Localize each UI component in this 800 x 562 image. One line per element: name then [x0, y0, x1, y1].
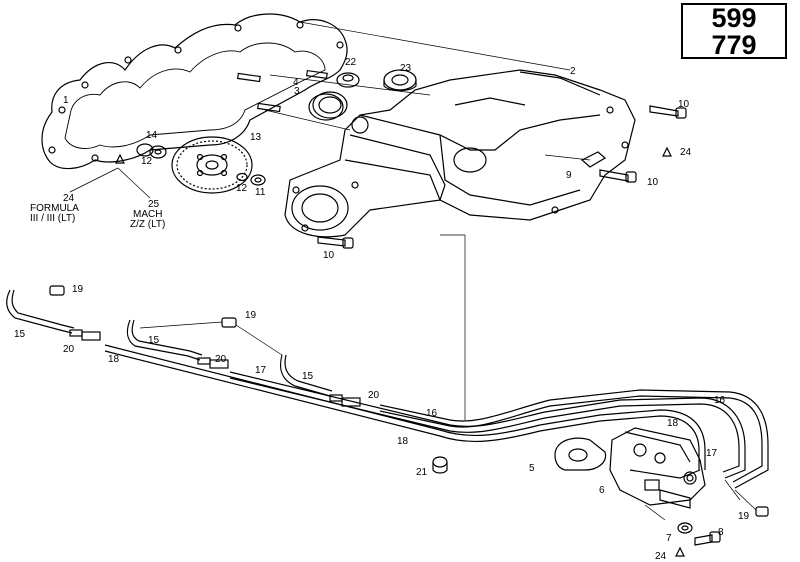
callout-14: 14: [146, 130, 158, 141]
sealant-part-24a: [115, 153, 125, 164]
callout-16a: 16: [426, 408, 438, 419]
callout-19a: 19: [72, 284, 84, 295]
nut-part-14: [136, 143, 167, 159]
callout-16b: 16: [714, 395, 726, 406]
callout-13: 13: [250, 132, 262, 143]
callout-3: 3: [294, 86, 300, 97]
hose-part-16: [379, 389, 769, 489]
clamp-part-19a: [49, 285, 65, 296]
callout-4: 4: [293, 77, 299, 88]
washer-part-12a: [236, 172, 248, 182]
callout-20b: 20: [215, 354, 227, 365]
clamp-part-19b: [221, 317, 237, 328]
callout-15a: 15: [14, 329, 26, 340]
note-mach-line2: Z/Z (LT): [130, 219, 165, 230]
clamp-part-19c: [755, 506, 769, 517]
callout-23: 23: [400, 63, 412, 74]
callout-18b: 18: [397, 436, 409, 447]
dowel-pin-part-4c: [306, 69, 328, 80]
washer-part-11: [250, 174, 266, 186]
dowel-pin-part-4b: [257, 102, 281, 113]
note-mach-line1: MACH: [133, 209, 162, 220]
callout-18c: 18: [667, 418, 679, 429]
callout-24c: 24: [655, 551, 667, 562]
bolt-part-10a: [649, 105, 687, 119]
sealant-part-24c: [675, 546, 685, 557]
callout-5: 5: [529, 463, 535, 474]
gear-part-22: [336, 72, 360, 88]
housing-part-2: [284, 69, 636, 238]
model-code-1: 599: [711, 3, 757, 33]
model-code-2: 779: [711, 30, 757, 60]
sealant-part-24b: [662, 146, 672, 157]
callout-10b: 10: [647, 177, 659, 188]
hose-part-15a: [6, 289, 73, 334]
hose-part-15b: [126, 319, 201, 361]
callout-10a: 10: [678, 99, 690, 110]
callout-15b: 15: [148, 335, 160, 346]
callout-15c: 15: [302, 371, 314, 382]
connector-part-20a: [69, 329, 101, 341]
bolt-part-10c: [317, 236, 354, 249]
gear-part-13: [171, 136, 253, 194]
callout-20c: 20: [368, 390, 380, 401]
connector-part-20c: [329, 394, 361, 407]
gasket-part-1: [41, 13, 348, 170]
callout-19b: 19: [245, 310, 257, 321]
hose-part-15c: [279, 354, 331, 397]
note-formula-line1: FORMULA: [30, 203, 79, 214]
cap-part-21: [432, 456, 448, 474]
washer-part-7: [677, 522, 693, 534]
callout-24a: 24: [63, 193, 75, 204]
callout-2: 2: [570, 66, 576, 77]
bolt-part-10b: [599, 169, 637, 183]
clip-part-9: [580, 151, 607, 168]
seal-part-3: [308, 91, 348, 121]
callout-7: 7: [666, 533, 672, 544]
callout-18a: 18: [108, 354, 120, 365]
hose-part-18: [104, 344, 706, 470]
callout-21: 21: [416, 467, 428, 478]
callout-19c: 19: [738, 511, 750, 522]
callout-1: 1: [63, 95, 69, 106]
callout-12b: 12: [236, 183, 248, 194]
callout-17a: 17: [255, 365, 267, 376]
dowel-pin-part-4a: [237, 72, 261, 83]
connector-part-20b: [197, 357, 229, 369]
callout-25: 25: [148, 199, 160, 210]
callout-8: 8: [718, 527, 724, 538]
gear-part-23: [383, 69, 417, 92]
model-code-box: 599 779: [681, 3, 787, 59]
callout-17b: 17: [706, 448, 718, 459]
callout-9: 9: [566, 170, 572, 181]
oil-pump-part-6: [609, 427, 706, 509]
callout-22: 22: [345, 57, 357, 68]
callout-11: 11: [255, 187, 266, 198]
bolt-part-8: [694, 531, 721, 546]
callout-20a: 20: [63, 344, 75, 355]
note-formula-line2: III / III (LT): [30, 213, 75, 224]
callout-12a: 12: [141, 156, 153, 167]
callout-24b: 24: [680, 147, 692, 158]
callout-6: 6: [599, 485, 605, 496]
gasket-part-5: [554, 437, 607, 471]
callout-10c: 10: [323, 250, 335, 261]
